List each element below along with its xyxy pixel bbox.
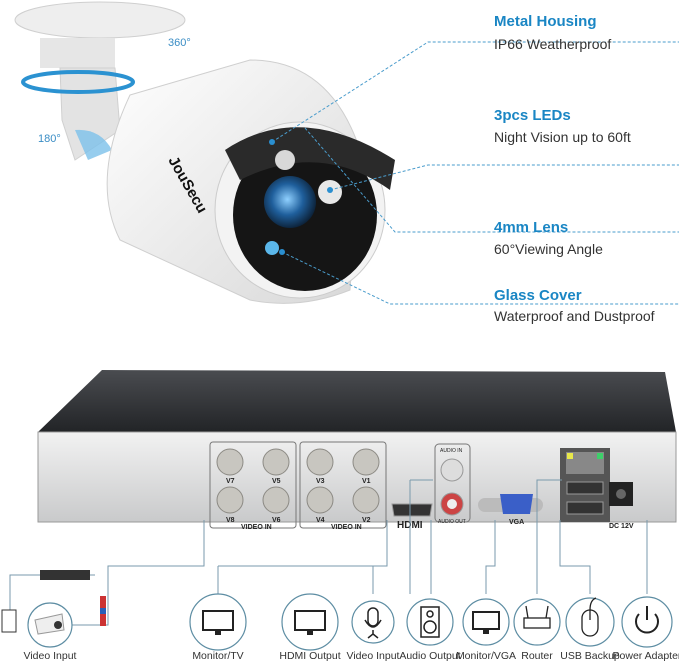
- svg-text:V6: V6: [272, 517, 281, 524]
- svg-text:DC 12V: DC 12V: [609, 523, 634, 530]
- svg-text:Monitor/TV: Monitor/TV: [192, 650, 243, 662]
- monitor-icon: [202, 610, 234, 635]
- sun-shield: [225, 127, 395, 190]
- feature-lens: 4mm Lens 60°Viewing Angle: [494, 219, 603, 257]
- svg-text:Monitor/VGA: Monitor/VGA: [456, 650, 516, 662]
- connection-router: Router: [513, 598, 561, 662]
- mouse-icon: [581, 597, 599, 637]
- router-icon: [523, 605, 551, 629]
- led-top: [275, 150, 295, 170]
- microphone-icon: [364, 607, 382, 639]
- connection-list: Video Input Monitor/TV HDMI Output Video…: [24, 593, 679, 662]
- connection-usb-backup: USB Backup: [560, 597, 620, 662]
- svg-text:V1: V1: [362, 478, 371, 485]
- feature-metal-housing: Metal Housing IP66 Weatherproof: [494, 13, 611, 52]
- camera-icon: [34, 613, 65, 635]
- svg-text:Video Input: Video Input: [347, 650, 400, 662]
- svg-text:V7: V7: [226, 478, 235, 485]
- pan-arrow-icon: [21, 70, 135, 94]
- svg-text:Audio Output: Audio Output: [399, 650, 460, 662]
- svg-text:VGA: VGA: [509, 519, 524, 526]
- connection-power-adapter: Power Adapter: [613, 596, 679, 662]
- svg-text:V8: V8: [226, 517, 235, 524]
- svg-text:V3: V3: [316, 478, 325, 485]
- connection-monitor-tv: Monitor/TV: [189, 593, 247, 662]
- svg-text:Router: Router: [521, 650, 553, 662]
- tilt-label: 180°: [38, 133, 61, 145]
- dvr-top: [38, 370, 676, 432]
- power-plug-icon: [1, 609, 17, 633]
- svg-text:VIDEO IN: VIDEO IN: [331, 524, 362, 531]
- pan-label: 360°: [168, 37, 191, 49]
- svg-text:3pcs LEDs: 3pcs LEDs: [494, 107, 571, 124]
- power-icon: [635, 606, 659, 634]
- connection-video-input-camera: Video Input: [24, 602, 77, 662]
- svg-text:Glass Cover: Glass Cover: [494, 287, 582, 304]
- svg-text:IP66 Weatherproof: IP66 Weatherproof: [494, 36, 611, 52]
- connection-wires: [1, 479, 648, 633]
- bnc-splitter: [40, 570, 90, 580]
- svg-text:VIDEO IN: VIDEO IN: [241, 524, 272, 531]
- mount-base: [14, 1, 186, 39]
- lens: [264, 176, 316, 228]
- svg-text:Waterproof and Dustproof: Waterproof and Dustproof: [494, 308, 655, 324]
- svg-text:Power Adapter: Power Adapter: [613, 650, 679, 662]
- connection-monitor-vga: Monitor/VGA: [456, 598, 516, 662]
- connection-audio-output: Audio Output: [399, 598, 461, 662]
- svg-text:AUDIO IN: AUDIO IN: [440, 448, 463, 454]
- bullet-camera: 360° 180° JouSecu: [14, 1, 395, 304]
- tilt-arrow-icon: [75, 129, 112, 160]
- svg-text:V5: V5: [272, 478, 281, 485]
- feature-leds: 3pcs LEDs Night Vision up to 60ft: [494, 107, 631, 145]
- dvr-recorder: V7 V5 V8 V6 VIDEO IN V3 V1 V4 V2 VIDEO I…: [37, 370, 677, 531]
- svg-text:HDMI Output: HDMI Output: [279, 650, 340, 662]
- svg-text:Video Input: Video Input: [24, 650, 77, 662]
- speaker-icon: [420, 606, 440, 638]
- video-in-group-2: V3 V1 V4 V2 VIDEO IN: [299, 441, 387, 531]
- lan-usb-ports: [560, 448, 610, 522]
- monitor-icon: [472, 611, 500, 634]
- svg-text:Metal Housing: Metal Housing: [494, 13, 597, 30]
- glass-sensor: [265, 241, 279, 255]
- mount-neck: [40, 38, 115, 68]
- monitor-icon: [294, 610, 326, 635]
- svg-text:60°Viewing Angle: 60°Viewing Angle: [494, 241, 603, 257]
- svg-text:USB Backup: USB Backup: [560, 650, 620, 662]
- connection-hdmi-output: HDMI Output: [279, 593, 341, 662]
- svg-text:V4: V4: [316, 517, 325, 524]
- feature-glass-cover: Glass Cover Waterproof and Dustproof: [494, 287, 655, 324]
- audio-ports: AUDIO IN AUDIO OUT: [434, 443, 471, 525]
- vga-port: VGA: [478, 494, 543, 526]
- video-in-group-1: V7 V5 V8 V6 VIDEO IN: [209, 441, 297, 531]
- svg-text:V2: V2: [362, 517, 371, 524]
- svg-text:Night Vision up to 60ft: Night Vision up to 60ft: [494, 129, 631, 145]
- svg-text:4mm Lens: 4mm Lens: [494, 219, 568, 236]
- feature-callouts: Metal Housing IP66 Weatherproof 3pcs LED…: [269, 13, 679, 324]
- connection-video-input-mic: Video Input: [347, 600, 400, 662]
- dc-power-port: DC 12V: [609, 482, 634, 530]
- svg-text:AUDIO OUT: AUDIO OUT: [438, 519, 466, 525]
